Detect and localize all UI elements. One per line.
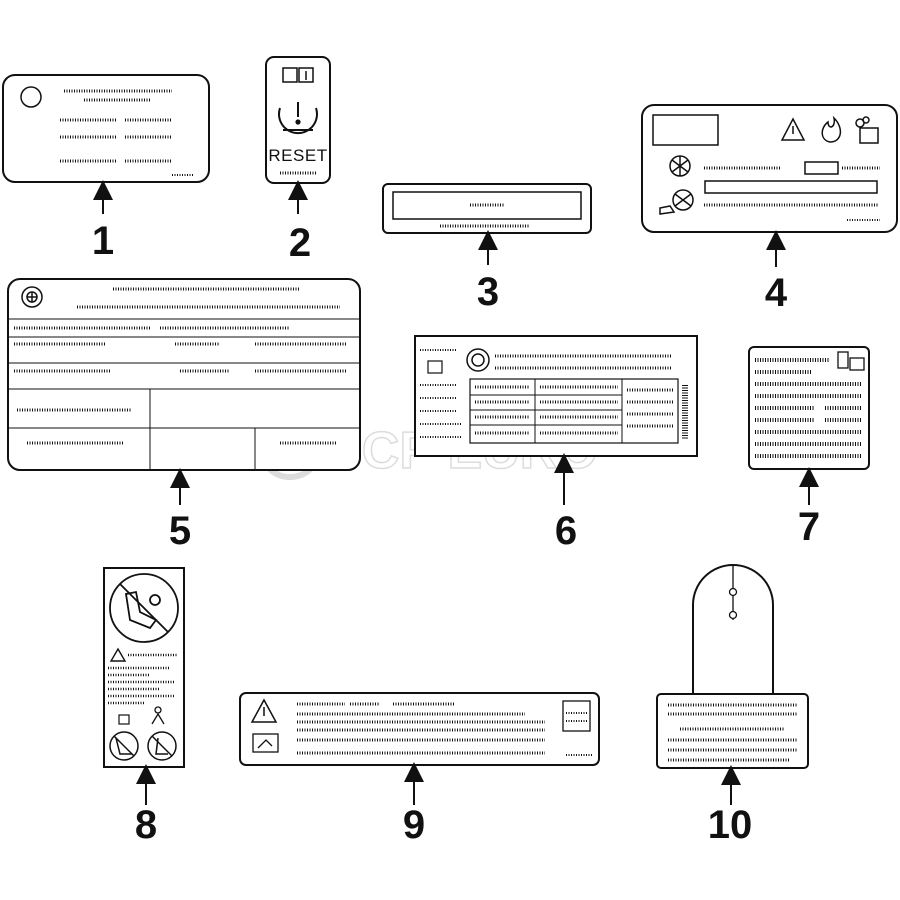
label-2-sticker[interactable]: RESET [265,56,331,184]
warning-triangle-icon [780,117,806,141]
label-10-tag[interactable] [656,564,809,769]
label-8-sticker[interactable] [103,567,185,768]
callout-10: 10 [708,803,753,847]
callout-3: 3 [477,270,499,314]
callout-6: 6 [555,509,577,553]
no-seat-icon-right [147,731,177,761]
label-5-sticker[interactable] [7,278,361,471]
bmw-logo-icon [21,286,43,308]
label-7-sticker[interactable] [748,346,870,470]
warning-triangle-icon-3 [250,698,278,723]
warning-triangle-icon-2 [109,647,127,662]
callout-4: 4 [765,271,788,315]
tire-pressure-icon [278,102,318,135]
person-icon [151,706,165,725]
no-seat-icon-left [109,731,139,761]
flame-icon [821,115,842,143]
label-3-sticker[interactable] [382,183,592,234]
label-1-sticker[interactable] [2,74,210,183]
callout-7: 7 [798,505,820,549]
callout-9: 9 [403,803,425,847]
fuel-icon [837,351,865,371]
callout-2: 2 [289,221,311,265]
no-child-seat-airbag-icon [109,573,179,643]
label-1-text-lines [60,89,194,176]
callout-5: 5 [169,509,191,553]
label-9-sticker[interactable] [239,692,600,766]
reset-text: RESET [268,146,327,165]
label-6-sticker[interactable] [414,335,698,457]
window-icon [252,733,279,753]
callout-1: 1 [92,219,114,263]
label-4-sticker[interactable] [641,104,898,233]
emblem-icon [466,348,490,372]
component-icon [669,155,691,177]
battery-icon [855,116,879,144]
callout-8: 8 [135,803,157,847]
book-icon [282,67,314,83]
engine-oil-icon [659,189,694,215]
